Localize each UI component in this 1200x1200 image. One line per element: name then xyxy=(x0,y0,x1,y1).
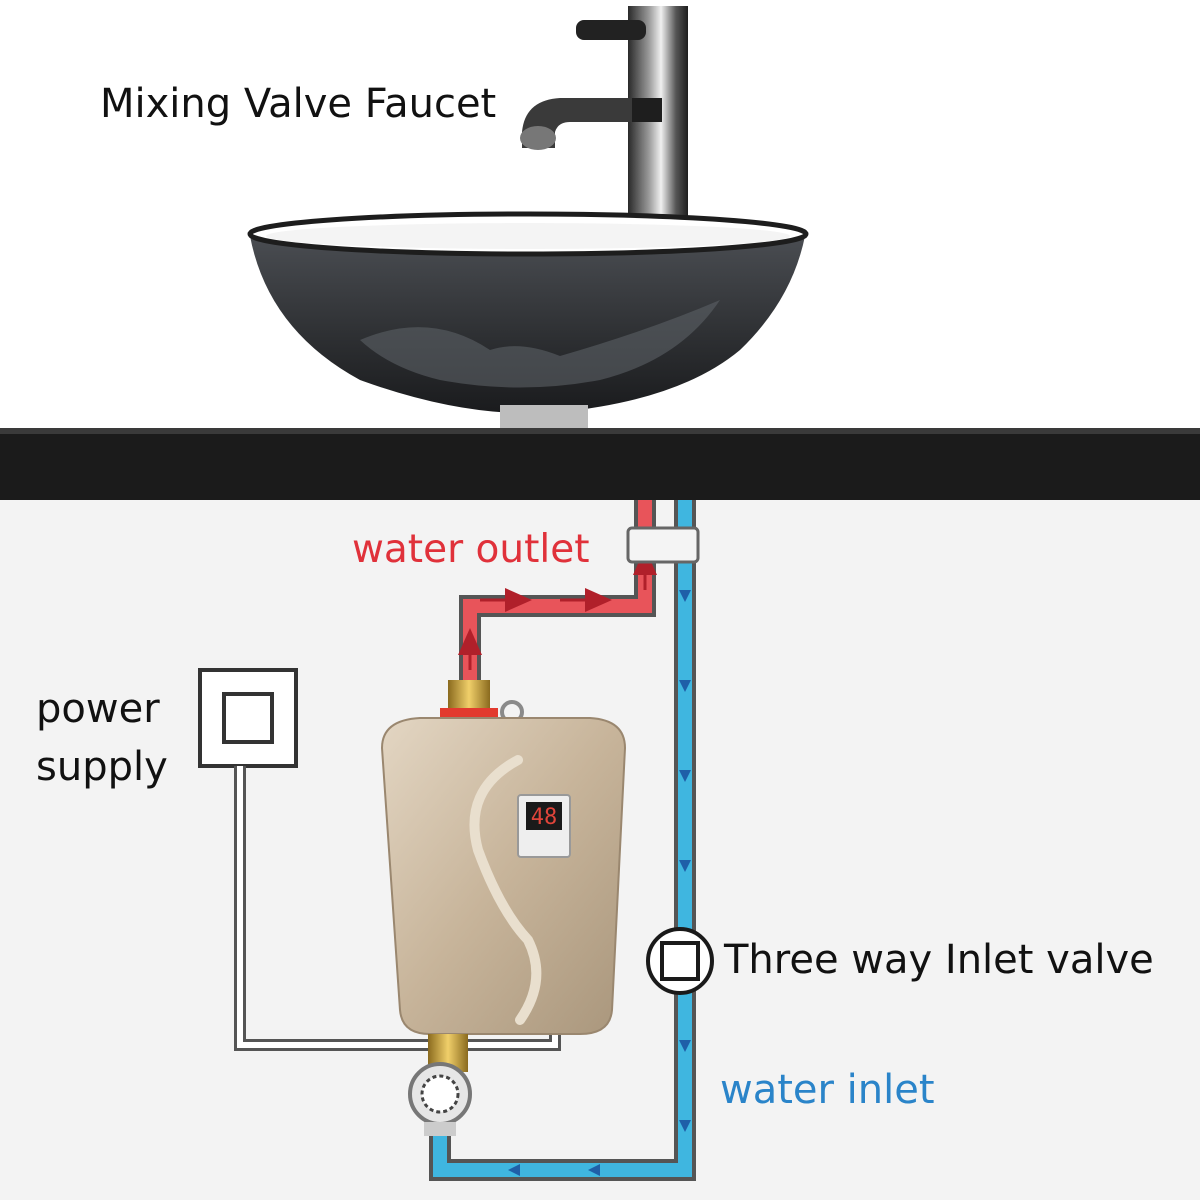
water-outlet-label: water outlet xyxy=(352,527,590,572)
faucet-label: Mixing Valve Faucet xyxy=(100,81,497,127)
power-supply-label: power supply xyxy=(36,680,168,796)
power-cord-inner xyxy=(237,766,558,1048)
temperature-display xyxy=(526,802,562,830)
countertop-edge xyxy=(0,428,1200,434)
power-supply-label-line2: supply xyxy=(36,744,168,790)
pipe-clamp xyxy=(626,526,700,564)
power-supply-label-line1: power xyxy=(36,686,160,732)
water-heater xyxy=(380,680,627,1136)
countertop xyxy=(0,428,1200,500)
three-way-inlet-valve xyxy=(646,927,714,995)
temperature-value: 48 xyxy=(531,805,558,830)
cold-water-pipe xyxy=(429,500,696,1181)
sink-bowl xyxy=(247,211,809,429)
water-inlet-label: water inlet xyxy=(720,1067,935,1113)
three-way-valve-label: Three way Inlet valve xyxy=(724,937,1154,983)
power-supply-box xyxy=(198,668,298,768)
mixing-valve-faucet xyxy=(520,6,688,216)
